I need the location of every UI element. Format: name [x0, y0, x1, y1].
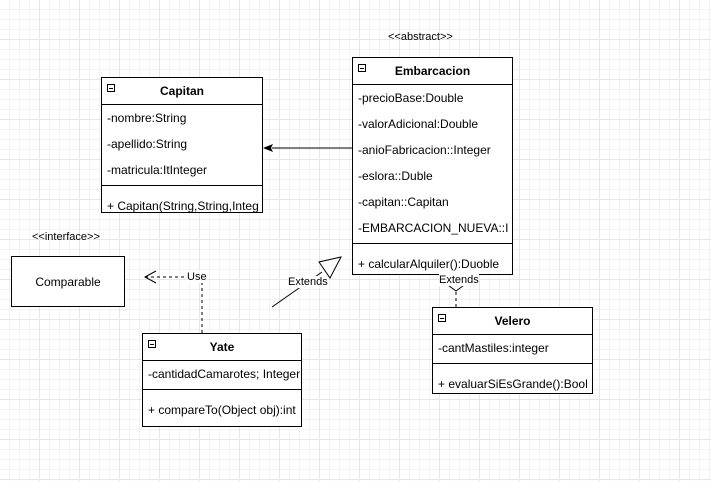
velero-attribute-cantmastiles[interactable]: -cantMastiles:integer: [438, 341, 549, 355]
collapse-icon[interactable]: [107, 84, 115, 92]
yate-header[interactable]: Yate: [143, 334, 301, 361]
interface-stereotype: <<interface>>: [32, 231, 100, 243]
abstract-stereotype: <<abstract>>: [388, 31, 453, 43]
use-label: Use: [187, 271, 207, 283]
association-arrowhead: [263, 144, 273, 152]
collapse-icon[interactable]: [358, 64, 366, 72]
capitan-class-name: Capitan: [159, 84, 204, 98]
yate-method-compareto[interactable]: + compareTo(Object obj):int: [148, 403, 296, 417]
yate-divider: [143, 389, 301, 397]
embarcacion-class[interactable]: Embarcacion -precioBase:Double -valorAdi…: [352, 57, 513, 275]
collapse-icon[interactable]: [148, 340, 156, 348]
comparable-name: Comparable: [35, 274, 101, 289]
embarcacion-attribute-eslora[interactable]: -eslora::Duble: [358, 169, 433, 183]
capitan-header[interactable]: Capitan: [102, 78, 262, 105]
capitan-attribute-apellido[interactable]: -apellido:String: [107, 137, 188, 151]
extends-yate-label: Extends: [288, 276, 328, 288]
embarcacion-divider: [353, 243, 512, 251]
embarcacion-attribute-aniofabricacion[interactable]: -anioFabricacion::Integer: [358, 143, 491, 157]
embarcacion-attribute-preciobase[interactable]: -precioBase:Double: [358, 91, 464, 105]
velero-class-name: Velero: [494, 314, 531, 328]
embarcacion-attribute-valoradicional[interactable]: -valorAdicional:Double: [358, 117, 479, 131]
capitan-class[interactable]: Capitan -nombre:String -apellido:String …: [101, 77, 263, 213]
capitan-attribute-matricula[interactable]: -matricula:ItInteger: [107, 163, 208, 177]
capitan-divider: [102, 185, 262, 193]
extends-velero-label: Extends: [439, 274, 479, 286]
embarcacion-method-calcularalquiler[interactable]: + calcularAlquiler():Duoble: [358, 257, 500, 271]
use-arrowhead: [143, 270, 157, 284]
yate-class[interactable]: Yate -cantidadCamarotes; Integer + compa…: [142, 333, 302, 427]
velero-class[interactable]: Velero -cantMastiles:integer + evaluarSi…: [432, 307, 593, 394]
capitan-method-constructor[interactable]: + Capitan(String,String,Integ: [107, 199, 259, 213]
embarcacion-class-name: Embarcacion: [394, 64, 471, 78]
embarcacion-attribute-nueva[interactable]: -EMBARCACION_NUEVA::I: [358, 221, 509, 235]
embarcacion-header[interactable]: Embarcacion: [353, 58, 512, 85]
yate-attribute-cantidadcamarotes[interactable]: -cantidadCamarotes; Integer: [148, 367, 301, 381]
extends-yate-triangle: [318, 256, 342, 279]
collapse-icon[interactable]: [438, 314, 446, 322]
yate-class-name: Yate: [209, 340, 235, 354]
velero-divider: [433, 363, 592, 371]
embarcacion-attribute-capitan[interactable]: -capitan::Capitan: [358, 195, 449, 209]
velero-method-evaluarsiesgrande[interactable]: + evaluarSiEsGrande():Bool: [438, 377, 588, 391]
comparable-interface[interactable]: Comparable: [11, 256, 125, 307]
velero-header[interactable]: Velero: [433, 308, 592, 335]
capitan-attribute-nombre[interactable]: -nombre:String: [107, 111, 187, 125]
